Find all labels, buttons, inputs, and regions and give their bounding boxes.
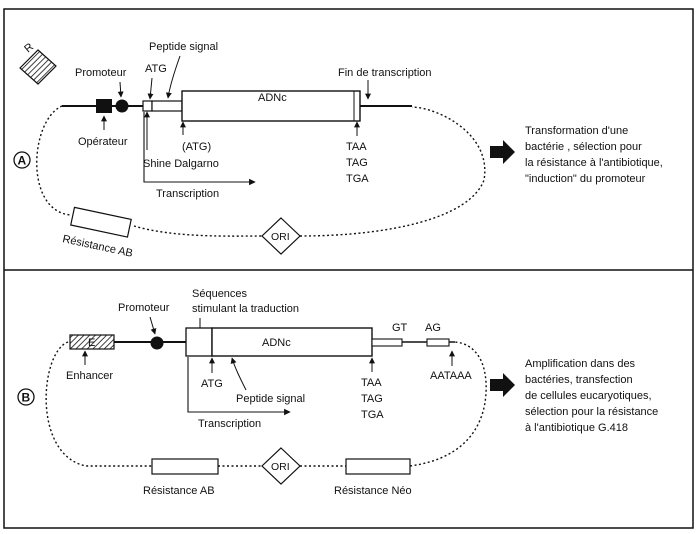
description-a-0: Transformation d'une [525, 125, 628, 137]
peptide-signal-label-a: Peptide signal [149, 41, 218, 53]
promoteur-arrow-b [149, 316, 157, 335]
stop-codon-a-2: TGA [346, 173, 369, 185]
resistance-box-a [70, 206, 132, 238]
big-arrow-a [490, 140, 515, 164]
atg-label-b: ATG [201, 378, 223, 390]
aataaa-label: AATAAA [430, 370, 472, 382]
adnc-label-a: ADNc [258, 92, 287, 104]
description-a-3: "induction" du promoteur [525, 173, 646, 185]
ori-label-a: ORI [271, 231, 290, 243]
description-b-3: sélection pour la résistance [525, 406, 658, 418]
stop-codon-b-0: TAA [361, 377, 382, 389]
transcription-label-a: Transcription [156, 188, 219, 200]
description-a-2: la résistance à l'antibiotique, [525, 157, 663, 169]
atg-label-a: ATG [145, 63, 167, 75]
ori-diamond-a [261, 217, 301, 255]
stop-codon-b-1: TAG [361, 393, 383, 405]
panel-a: R Promoteur Opérateur ADNc Peptide signa… [13, 41, 663, 260]
description-b-0: Amplification dans des [525, 358, 636, 370]
description-b-2: de cellules eucaryotiques, [525, 390, 652, 402]
transcription-arrow-a [143, 112, 256, 186]
r-label: R [22, 41, 36, 55]
enhancer-box [69, 334, 115, 350]
resistance-label-a: Résistance AB [61, 233, 133, 260]
ag-box [426, 338, 450, 347]
leader-box [142, 100, 153, 112]
stop-codon-a-0: TAA [346, 141, 367, 153]
operateur-label: Opérateur [78, 136, 128, 148]
adnc-box-a [181, 90, 361, 122]
marker-b-circle [17, 388, 35, 406]
adnc-label-b: ADNc [262, 337, 291, 349]
sequences-label-0: Séquences [192, 288, 248, 300]
peptide-arrow-b [230, 357, 247, 391]
resistance-ab-label-b: Résistance AB [143, 485, 215, 497]
adnc-box-b [211, 327, 373, 357]
ag-label: AG [425, 322, 441, 334]
promoteur-label: Promoteur [75, 67, 127, 79]
panel-b: E Enhancer Promoteur Séquences stimulant… [17, 288, 658, 497]
atg-paren-label: (ATG) [182, 141, 211, 153]
operator-box [96, 99, 112, 113]
gt-label: GT [392, 322, 408, 334]
description-b-1: bactéries, transfection [525, 374, 633, 386]
promoteur-label-b: Promoteur [118, 302, 170, 314]
figure-frame [3, 8, 694, 529]
ori-label-b: ORI [271, 461, 290, 473]
resistance-neo-label: Résistance Néo [334, 485, 412, 497]
shine-dalgarno-label: Shine Dalgarno [143, 158, 219, 170]
promoteur-arrow [117, 81, 124, 98]
r-restriction-icon: R [19, 41, 57, 85]
resistance-ab-box-b [151, 458, 219, 475]
stop-codon-a-1: TAG [346, 157, 368, 169]
atg-arrow-a [147, 77, 154, 100]
marker-a: A [18, 154, 27, 168]
plasmid-a-loop [36, 105, 486, 237]
promoter-dot [115, 99, 129, 113]
peptide-signal-arrow-a [165, 55, 181, 99]
transcription-label-b: Transcription [198, 418, 261, 430]
big-arrow-b [490, 373, 515, 397]
peptide-signal-label-b: Peptide signal [236, 393, 305, 405]
gt-box [371, 338, 403, 347]
marker-b: B [22, 391, 31, 405]
description-a-1: bactérie , sélection pour [525, 141, 642, 153]
description-b-4: à l'antibiotique G.418 [525, 422, 628, 434]
resistance-neo-box [345, 458, 411, 475]
e-label: E [88, 337, 95, 349]
signal-box [151, 100, 183, 112]
leader-box-b [185, 327, 213, 357]
fin-transcription-label: Fin de transcription [338, 67, 432, 79]
marker-a-circle [13, 151, 31, 169]
transcription-arrow-b [187, 357, 291, 416]
stop-codon-b-2: TGA [361, 409, 384, 421]
enhancer-label: Enhancer [66, 370, 113, 382]
ori-diamond-b [261, 447, 301, 485]
sequences-label-1: stimulant la traduction [192, 303, 299, 315]
promoter-dot-b [150, 336, 164, 350]
